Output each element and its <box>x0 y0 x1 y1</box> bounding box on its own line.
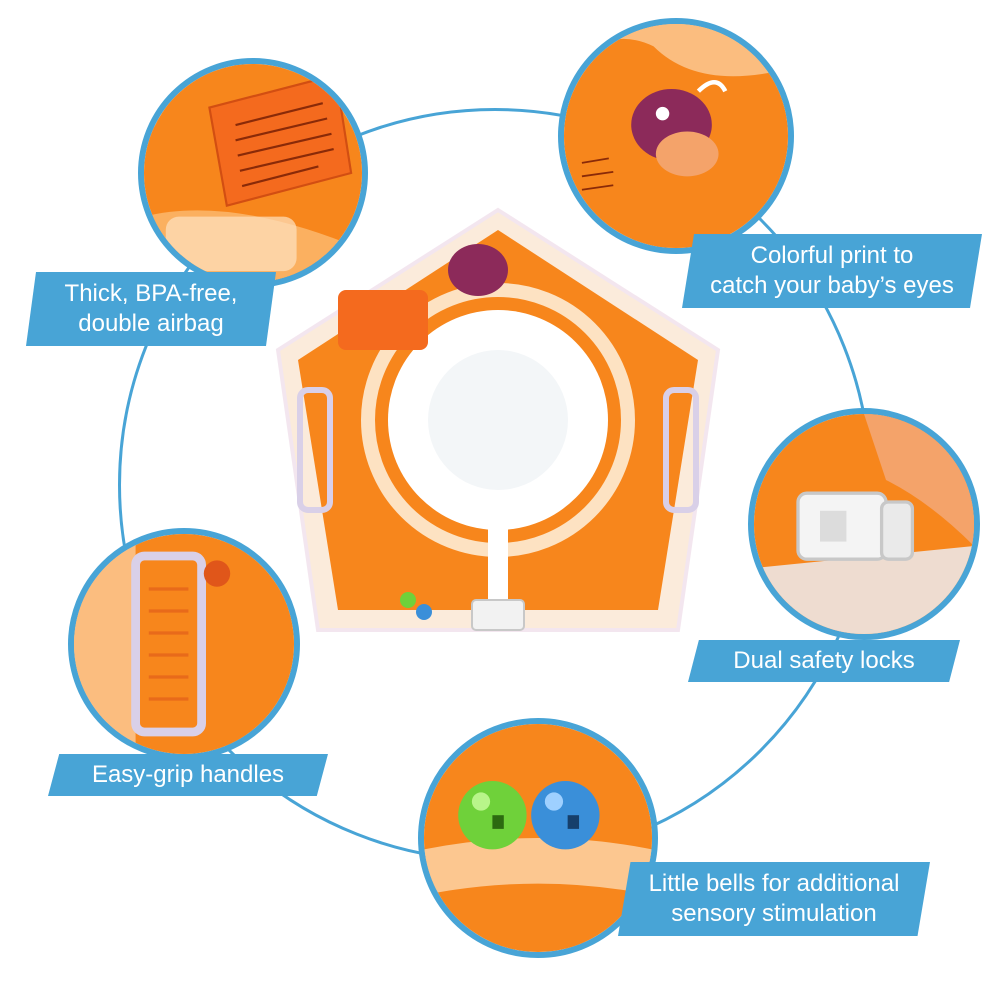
label-bells-line1: Little bells for additional <box>648 870 900 897</box>
label-thick-line2: double airbag <box>78 310 224 337</box>
label-colorful-print: Colorful print to catch your baby’s eyes <box>682 234 982 308</box>
bells-closeup <box>418 718 658 958</box>
safety-buckle-closeup <box>748 408 980 640</box>
buckle-icon <box>754 414 974 634</box>
label-thick-line1: Thick, BPA-free, <box>64 280 238 307</box>
label-little-bells: Little bells for additional sensory stim… <box>618 862 930 936</box>
label-safety-locks: Dual safety locks <box>688 640 960 682</box>
label-thick-airbag: Thick, BPA-free, double airbag <box>26 272 276 346</box>
bells-icon <box>424 724 652 952</box>
label-grip-handles: Easy-grip handles <box>48 754 328 796</box>
label-bells-line2: sensory stimulation <box>671 900 877 927</box>
cartoon-bird-icon <box>564 24 788 248</box>
label-handles-text: Easy-grip handles <box>91 761 285 788</box>
label-colorful-line2: catch your baby’s eyes <box>710 272 954 299</box>
swim-ring-product <box>258 200 738 680</box>
label-locks-text: Dual safety locks <box>733 647 915 674</box>
label-colorful-line1: Colorful print to <box>750 242 914 269</box>
warning-sticker-icon <box>144 64 362 282</box>
swim-ring-icon <box>275 207 721 632</box>
cartoon-print-closeup <box>558 18 794 254</box>
